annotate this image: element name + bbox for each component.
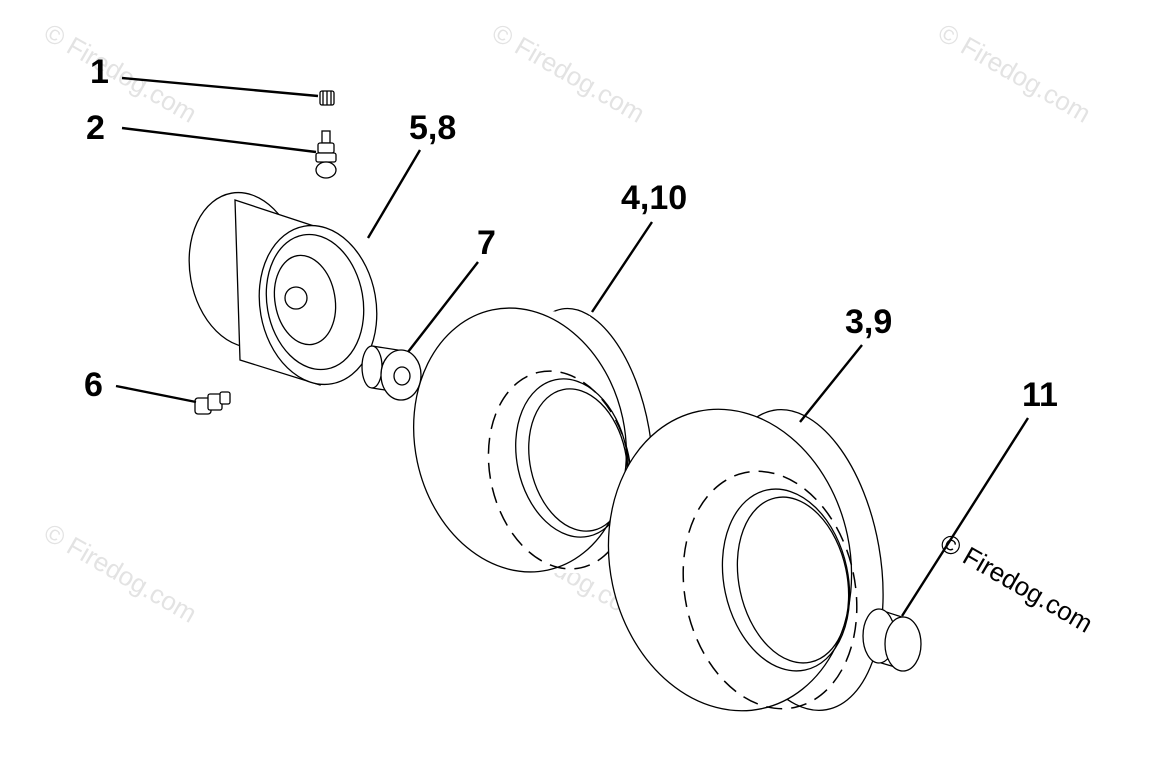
leader-7 — [407, 261, 479, 353]
callout-4-10: 4,10 — [621, 179, 687, 217]
callout-1: 1 — [90, 53, 109, 91]
watermark-top-left: © Firedog.com — [39, 17, 202, 128]
valve-stem-part — [315, 130, 337, 179]
bushing-part — [361, 345, 422, 401]
leader-1 — [121, 76, 319, 98]
callouts: 1 2 5,8 4,10 7 3,9 6 11 — [84, 53, 1058, 414]
watermark-dark: © Firedog.com — [935, 527, 1098, 638]
callout-6: 6 — [84, 366, 103, 404]
leader-3-9 — [799, 344, 863, 423]
wheel-rim-part — [188, 191, 378, 386]
callout-2: 2 — [86, 109, 105, 147]
tire-3-9-part — [607, 408, 884, 712]
callout-11: 11 — [1022, 376, 1058, 414]
leader-lines — [115, 76, 1030, 617]
callout-5-8: 5,8 — [409, 109, 456, 147]
watermark-top-right: © Firedog.com — [933, 17, 1096, 128]
watermark-top-center: © Firedog.com — [487, 17, 650, 128]
wheel-cap-part — [862, 608, 922, 672]
callout-7: 7 — [477, 224, 496, 262]
leader-6 — [115, 384, 197, 404]
watermark-bottom-left: © Firedog.com — [39, 517, 202, 628]
leader-4-10 — [591, 221, 653, 313]
valve-cap-part — [319, 90, 335, 106]
leader-11 — [900, 417, 1030, 617]
grease-fitting-part — [194, 391, 231, 415]
callout-3-9: 3,9 — [845, 303, 892, 341]
leader-2 — [121, 126, 317, 154]
leader-5-8 — [366, 149, 422, 239]
